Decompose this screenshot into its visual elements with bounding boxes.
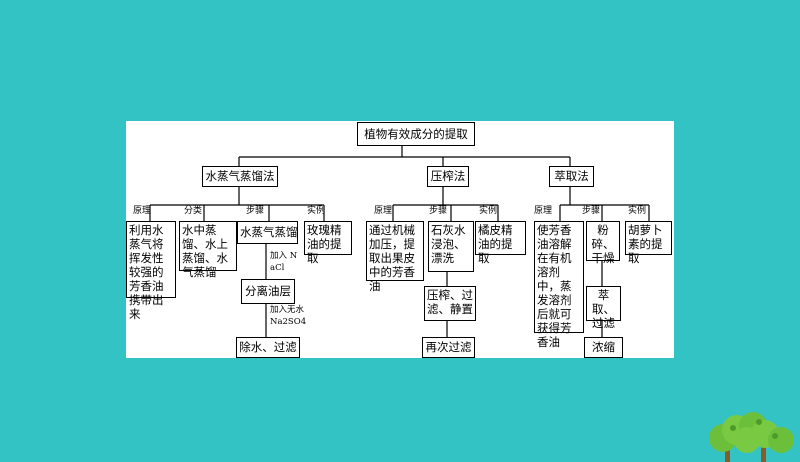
method-extraction: 萃取法 bbox=[549, 166, 594, 187]
label-principle: 原理 bbox=[133, 206, 152, 216]
step-box: 粉碎、干燥 bbox=[586, 221, 620, 265]
step-box: 除水、过滤 bbox=[236, 337, 300, 358]
step-box: 水蒸气蒸馏 bbox=[237, 221, 298, 244]
diagram-panel: 植物有效成分的提取 水蒸气蒸馏法 压榨法 萃取法 原理 分类 步骤 实例 利用水… bbox=[126, 121, 674, 358]
classification-box: 水中蒸馏、水上蒸馏、水气蒸馏 bbox=[179, 221, 237, 279]
label-example: 实例 bbox=[479, 206, 498, 216]
label-principle: 原理 bbox=[374, 206, 393, 216]
note-add-nacl: 加入 NaCl bbox=[270, 250, 298, 274]
note-add-nacl-text: 加入 NaCl bbox=[270, 251, 298, 273]
method-pressing: 压榨法 bbox=[427, 166, 469, 187]
tree-icon bbox=[709, 412, 794, 462]
principle-box: 使芳香油溶解在有机溶剂中，蒸发溶剂后就可获得芳香油 bbox=[534, 221, 584, 349]
label-classification: 分类 bbox=[184, 206, 203, 216]
step-box: 再次过滤 bbox=[422, 337, 475, 358]
label-principle: 原理 bbox=[534, 206, 553, 216]
principle-box: 通过机械加压，提取出果皮中的芳香油 bbox=[366, 221, 424, 293]
example-box: 胡萝卜素的提取 bbox=[625, 221, 672, 265]
label-steps: 步骤 bbox=[582, 206, 601, 216]
step-box: 石灰水浸泡、漂洗 bbox=[428, 221, 474, 272]
note-add-na2so4: 加入无水 Na2SO4 bbox=[270, 304, 310, 328]
label-steps: 步骤 bbox=[429, 206, 448, 216]
label-steps: 步骤 bbox=[246, 206, 265, 216]
principle-box: 利用水蒸气将挥发性较强的芳香油携带出来 bbox=[126, 221, 176, 321]
note-add-na2so4-text: 加入无水 Na2SO4 bbox=[270, 305, 307, 327]
step-box: 萃取、过滤 bbox=[586, 286, 621, 330]
method-steam-distillation: 水蒸气蒸馏法 bbox=[202, 166, 278, 187]
example-box: 橘皮精油的提取 bbox=[475, 221, 526, 265]
label-example: 实例 bbox=[307, 206, 326, 216]
step-box: 分离油层 bbox=[241, 279, 295, 304]
step-box: 浓缩 bbox=[584, 337, 623, 358]
root-node: 植物有效成分的提取 bbox=[357, 122, 475, 146]
step-box: 压榨、过滤、静置 bbox=[424, 286, 476, 321]
example-box: 玫瑰精油的提取 bbox=[304, 221, 352, 265]
label-example: 实例 bbox=[628, 206, 647, 216]
connector-lines bbox=[149, 146, 650, 337]
